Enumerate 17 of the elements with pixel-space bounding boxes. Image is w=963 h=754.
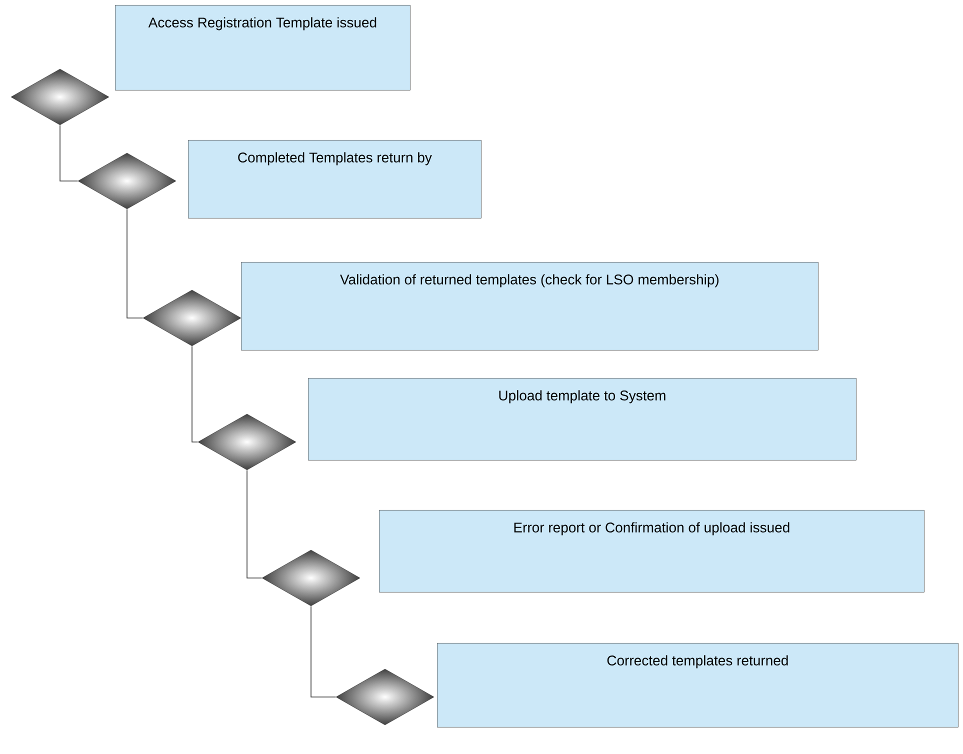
process-box: Completed Templates return by (188, 140, 482, 218)
diamond-symbol (142, 290, 242, 346)
connector-line (246, 470, 262, 578)
process-box: Corrected templates returned (437, 643, 958, 728)
process-box: Error report or Confirmation of upload issued (379, 510, 924, 592)
connector-line (192, 346, 198, 442)
diamond-symbol (336, 668, 434, 726)
diamond-symbol (10, 68, 110, 126)
process-box: Validation of returned templates (check for LSO membership) (241, 262, 818, 350)
diamond-symbol (78, 152, 176, 210)
connector-line (126, 208, 144, 318)
process-box: Upload template to System (308, 378, 856, 460)
process-box: Access Registration Template issued (115, 5, 410, 90)
connector-line (310, 606, 336, 698)
connector-line (60, 124, 78, 182)
diamond-symbol (262, 550, 360, 606)
diamond-symbol (198, 414, 296, 470)
